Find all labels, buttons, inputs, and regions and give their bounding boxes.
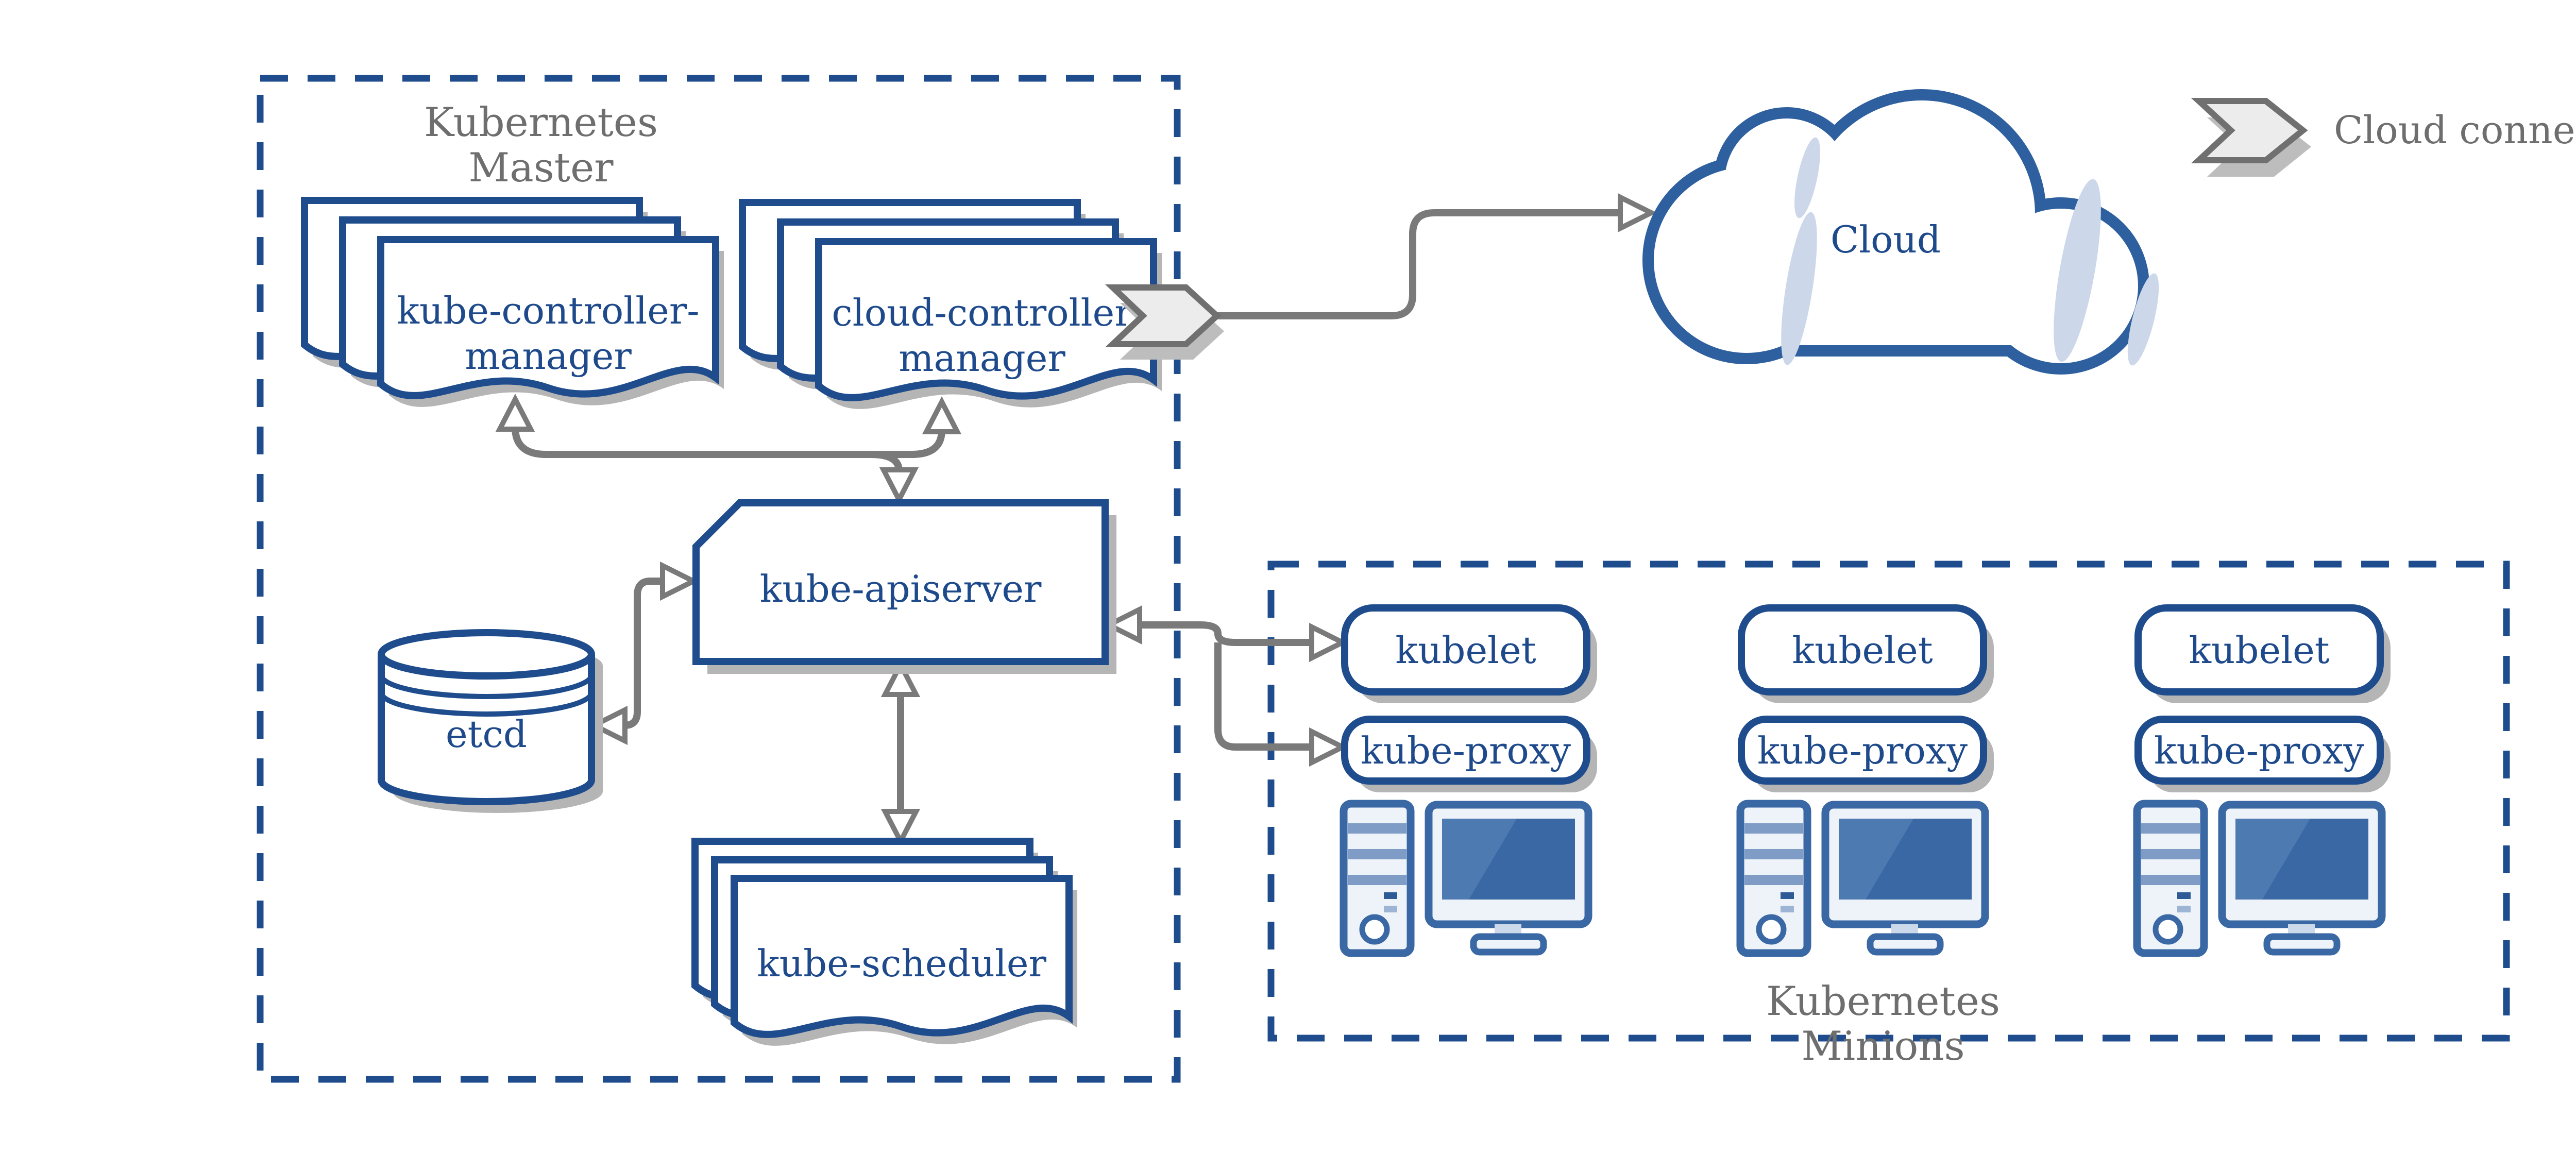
kube-proxy-box-1 (1341, 716, 1590, 785)
minions-title-line1: Kubernetes (1766, 978, 2000, 1025)
minions-title-line2: Minions (1801, 1023, 1964, 1070)
node-etcd: etcd (378, 629, 603, 813)
kube-proxy-label-3: kube-proxy (2154, 729, 2364, 772)
kube-proxy-label-1: kube-proxy (1361, 729, 1571, 772)
cloud-connector-legend-icon (2191, 98, 2308, 163)
kubelet-box-2 (1738, 604, 1987, 696)
minion-node-2: kubelet kube-proxy (1738, 604, 1994, 953)
node-cloud-controller-manager: cloud-controller manager (742, 202, 1162, 409)
arrow-apiserver-to-etcd (588, 561, 700, 745)
kubelet-box-1 (1341, 604, 1590, 696)
node-cloud: Cloud (1642, 89, 2159, 375)
kube-scheduler-label: kube-scheduler (757, 942, 1046, 985)
node-kube-controller-manager: kube-controller- manager (304, 200, 724, 407)
arrow-cloud-connector-to-cloud (1217, 193, 1657, 319)
computer-icon (1740, 804, 1985, 953)
kubelet-label-1: kubelet (1395, 629, 1536, 672)
kubelet-label-2: kubelet (1792, 629, 1933, 672)
master-title-line2: Master (468, 145, 614, 191)
minion-node-1: kubelet kube-proxy (1341, 604, 1597, 953)
kube-apiserver-label: kube-apiserver (760, 567, 1042, 611)
kubelet-label-3: kubelet (2189, 629, 2329, 672)
kubernetes-minions-boundary (1267, 561, 2510, 1042)
kube-proxy-box-3 (2134, 716, 2384, 785)
etcd-label: etcd (446, 713, 527, 756)
minion-node-3: kubelet kube-proxy (2134, 604, 2391, 953)
node-kube-scheduler: kube-scheduler (695, 841, 1077, 1046)
node-kube-apiserver: kube-apiserver (692, 499, 1116, 674)
kubelet-box-3 (2134, 604, 2384, 696)
kube-proxy-label-2: kube-proxy (1757, 729, 1968, 772)
arrow-apiserver-to-scheduler (880, 659, 921, 847)
computer-icon (1344, 804, 1588, 953)
kube-controller-manager-label-line1: kube-controller- (397, 289, 699, 332)
cloud-connector-icon (1105, 284, 1224, 360)
kube-proxy-box-2 (1738, 716, 1987, 785)
computer-icon (2137, 804, 2382, 953)
cloud-label: Cloud (1831, 218, 1941, 261)
kube-controller-manager-label-line2: manager (465, 334, 632, 378)
cloud-connector-legend-label: Cloud connector (2334, 108, 2576, 152)
cloud-controller-manager-label-line1: cloud-controller (832, 291, 1132, 334)
kubernetes-master-boundary (257, 75, 1181, 1083)
arrow-apiserver-to-kubelet (1103, 605, 1349, 767)
cloud-controller-manager-label-line2: manager (899, 336, 1065, 380)
legend-cloud-connector: Cloud connector (2191, 98, 2576, 177)
master-title-line1: Kubernetes (424, 99, 658, 146)
arrow-controllers-to-apiserver (495, 394, 962, 505)
